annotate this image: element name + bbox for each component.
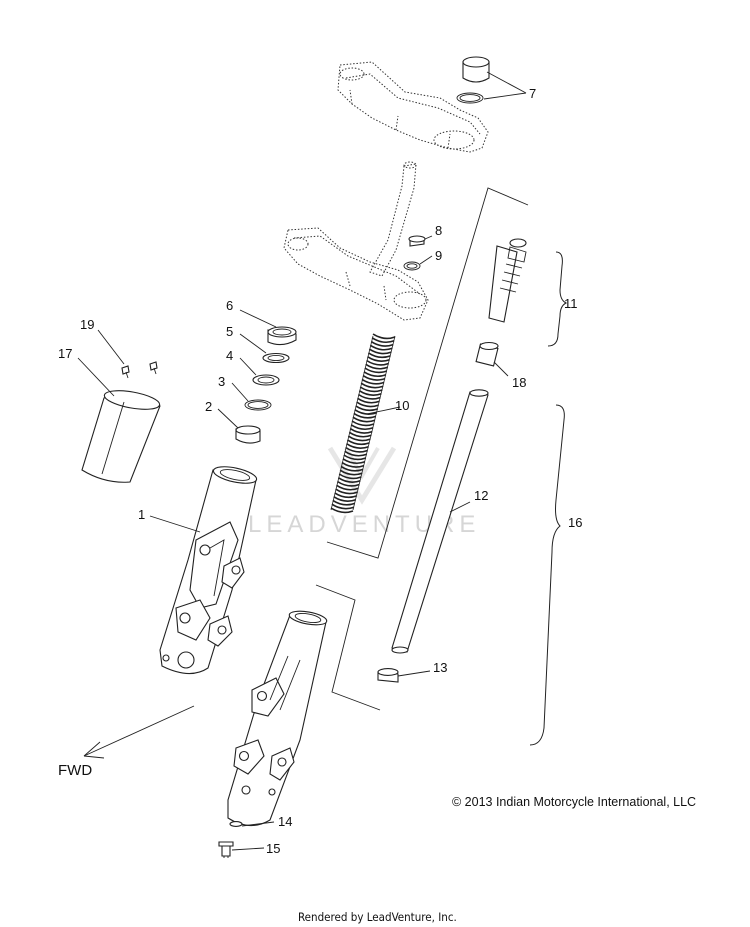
lower-assembly-outline: [315, 584, 381, 711]
brace-16: [529, 404, 565, 746]
callout-19: 19: [80, 317, 94, 332]
callout-labels: 7 8 9 11 10 18 12 16 13 6 5 4 3 2 19 17 …: [58, 86, 582, 856]
part-8-washer: [408, 235, 426, 247]
callout-3: 3: [218, 374, 225, 389]
part-7-cap: [456, 56, 490, 104]
part-1-left-fork-leg: [159, 466, 258, 675]
callout-5: 5: [226, 324, 233, 339]
part-15-bolt: [218, 841, 234, 858]
upper-triple-clamp: [337, 61, 489, 153]
fwd-label: FWD: [58, 762, 92, 779]
part-18-bushing: [475, 341, 499, 367]
callout-6: 6: [226, 298, 233, 313]
callout-4: 4: [226, 348, 233, 363]
callout-15: 15: [266, 841, 280, 856]
rendered-by-footer: Rendered by LeadVenture, Inc.: [298, 910, 457, 924]
callout-9: 9: [435, 248, 442, 263]
part-4-oil-seal: [252, 374, 280, 386]
lower-fork-slider: [227, 610, 328, 827]
forward-arrow-icon: [83, 705, 195, 759]
part-9-ring: [403, 261, 421, 271]
part-12-fork-tube: [391, 389, 489, 654]
forward-direction-indicator: FWD: [58, 705, 195, 779]
part-3-retaining-ring: [244, 399, 272, 411]
callout-12: 12: [474, 488, 488, 503]
part-5-washer: [262, 352, 290, 364]
part-19-screws: [121, 361, 158, 379]
callout-17: 17: [58, 346, 72, 361]
leadventure-logo-icon: [327, 446, 397, 505]
callout-7: 7: [529, 86, 536, 101]
callout-10: 10: [395, 398, 409, 413]
part-14-washer: [229, 821, 243, 827]
copyright-text: © 2013 Indian Motorcycle International, …: [452, 795, 696, 809]
part-6-dust-seal: [267, 326, 297, 346]
brace-11: [547, 251, 568, 347]
callout-1: 1: [138, 507, 145, 522]
callout-14: 14: [278, 814, 292, 829]
part-2-bushing: [235, 425, 261, 444]
callout-8: 8: [435, 223, 442, 238]
callout-16: 16: [568, 515, 582, 530]
callout-13: 13: [433, 660, 447, 675]
assembly-outline: [326, 187, 529, 559]
spring-outline: [330, 335, 396, 511]
leader-lines: [77, 71, 527, 851]
spring-coils: [330, 333, 396, 514]
part-10-spring: [330, 333, 396, 514]
callout-11: 11: [564, 296, 578, 311]
part-17-fork-cover: [81, 390, 161, 483]
lower-triple-clamp: [283, 161, 429, 321]
part-13-slide-bushing: [377, 668, 399, 683]
callout-18: 18: [512, 375, 526, 390]
callout-2: 2: [205, 399, 212, 414]
part-11-damper-rod: [488, 238, 527, 323]
